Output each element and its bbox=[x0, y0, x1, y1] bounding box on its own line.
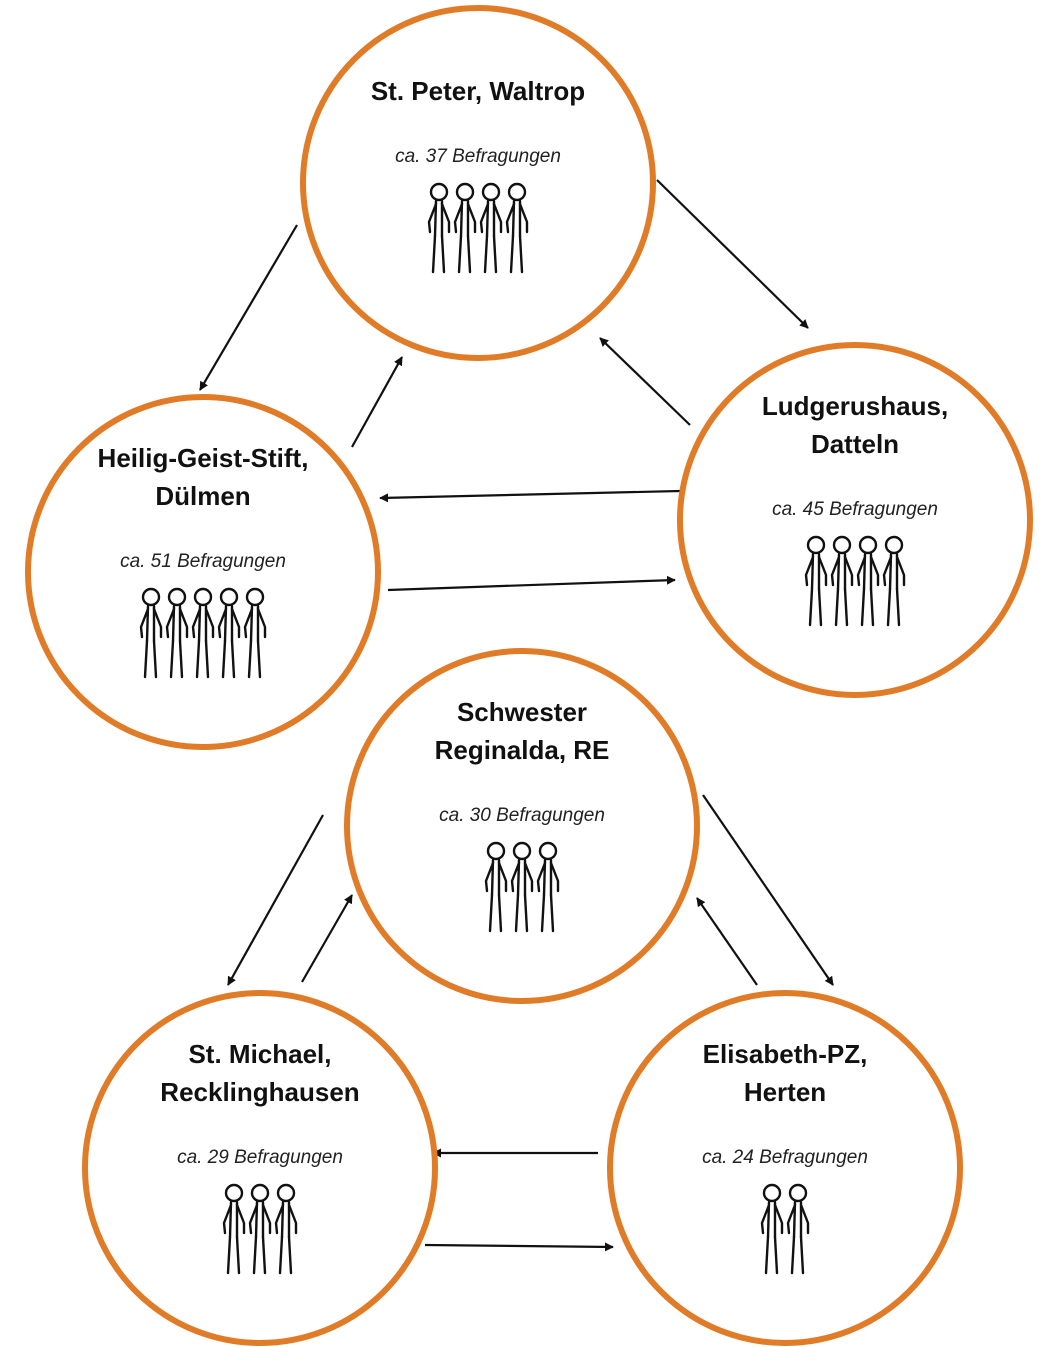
stick-figure-icon bbox=[222, 1183, 246, 1275]
node-title-line: Dülmen bbox=[155, 481, 250, 511]
arrow-heilig-geist-to-ludgerushaus bbox=[387, 575, 676, 592]
arrow-st-peter-to-heilig-geist bbox=[199, 224, 298, 391]
figures-group bbox=[427, 182, 529, 274]
stick-figure-icon bbox=[804, 535, 828, 627]
arrow-st-michael-to-schwester-reginalda bbox=[301, 894, 353, 983]
arrow-ludgerushaus-to-heilig-geist bbox=[379, 489, 681, 503]
survey-count: ca. 51 Befragungen bbox=[120, 551, 286, 572]
node-elisabeth-pz: Elisabeth-PZ, Herten ca. 24 Befragungen bbox=[607, 990, 963, 1346]
node-title-line: Datteln bbox=[811, 429, 899, 459]
figures-group bbox=[804, 535, 906, 627]
stick-figure-icon bbox=[453, 182, 477, 274]
arrow-heilig-geist-to-st-peter bbox=[351, 356, 403, 448]
node-title-line: Heilig-Geist-Stift, bbox=[98, 443, 309, 473]
stick-figure-icon bbox=[830, 535, 854, 627]
arrow-st-michael-to-elisabeth-pz bbox=[424, 1242, 614, 1252]
stick-figure-icon bbox=[191, 587, 215, 679]
node-title-line: Recklinghausen bbox=[160, 1077, 359, 1107]
node-title-line: St. Peter, Waltrop bbox=[371, 76, 585, 106]
stick-figure-icon bbox=[274, 1183, 298, 1275]
node-ludgerushaus: Ludgerushaus, Datteln ca. 45 Befragungen bbox=[677, 342, 1033, 698]
node-circle bbox=[607, 990, 963, 1346]
stick-figure-icon bbox=[484, 841, 508, 933]
stick-figure-icon bbox=[505, 182, 529, 274]
arrows-layer bbox=[199, 179, 834, 1252]
arrow-ludgerushaus-to-st-peter bbox=[599, 337, 691, 426]
node-title-line: Schwester bbox=[457, 697, 587, 727]
node-circle bbox=[82, 990, 438, 1346]
arrow-elisabeth-pz-to-schwester-reginalda bbox=[696, 897, 758, 986]
survey-count: ca. 30 Befragungen bbox=[439, 805, 605, 826]
node-circle bbox=[677, 342, 1033, 698]
stick-figure-icon bbox=[217, 587, 241, 679]
node-circle bbox=[300, 5, 656, 361]
arrow-schwester-reginalda-to-st-michael bbox=[227, 814, 324, 986]
node-st-peter: St. Peter, Waltrop ca. 37 Befragungen bbox=[300, 5, 656, 361]
stick-figure-icon bbox=[165, 587, 189, 679]
stick-figure-icon bbox=[882, 535, 906, 627]
node-title-line: Ludgerushaus, bbox=[762, 391, 948, 421]
arrow-schwester-reginalda-to-elisabeth-pz bbox=[702, 794, 834, 986]
stick-figure-icon bbox=[536, 841, 560, 933]
arrow-st-peter-to-ludgerushaus bbox=[656, 179, 809, 329]
stick-figure-icon bbox=[139, 587, 163, 679]
survey-count: ca. 29 Befragungen bbox=[177, 1147, 343, 1168]
node-circle bbox=[25, 394, 381, 750]
node-st-michael: St. Michael, Recklinghausen ca. 29 Befragu… bbox=[82, 990, 438, 1346]
survey-count: ca. 37 Befragungen bbox=[395, 146, 561, 167]
node-title-line: Herten bbox=[744, 1077, 826, 1107]
figures-group bbox=[139, 587, 267, 679]
node-title-line: St. Michael, bbox=[188, 1039, 331, 1069]
node-circle bbox=[344, 648, 700, 1004]
stick-figure-icon bbox=[786, 1183, 810, 1275]
stick-figure-icon bbox=[479, 182, 503, 274]
node-title-line: Reginalda, RE bbox=[435, 735, 610, 765]
stick-figure-icon bbox=[510, 841, 534, 933]
nodes-layer: St. Peter, Waltrop ca. 37 BefragungenLudg… bbox=[25, 5, 1033, 1346]
survey-count: ca. 45 Befragungen bbox=[772, 499, 938, 520]
survey-count: ca. 24 Befragungen bbox=[702, 1147, 868, 1168]
stick-figure-icon bbox=[856, 535, 880, 627]
stick-figure-icon bbox=[243, 587, 267, 679]
stick-figure-icon bbox=[427, 182, 451, 274]
figures-group bbox=[484, 841, 560, 933]
figures-group bbox=[222, 1183, 298, 1275]
stick-figure-icon bbox=[760, 1183, 784, 1275]
node-title-line: Elisabeth-PZ, bbox=[703, 1039, 868, 1069]
node-heilig-geist: Heilig-Geist-Stift, Dülmen ca. 51 Befragun… bbox=[25, 394, 381, 750]
stick-figure-icon bbox=[248, 1183, 272, 1275]
figures-group bbox=[760, 1183, 810, 1275]
